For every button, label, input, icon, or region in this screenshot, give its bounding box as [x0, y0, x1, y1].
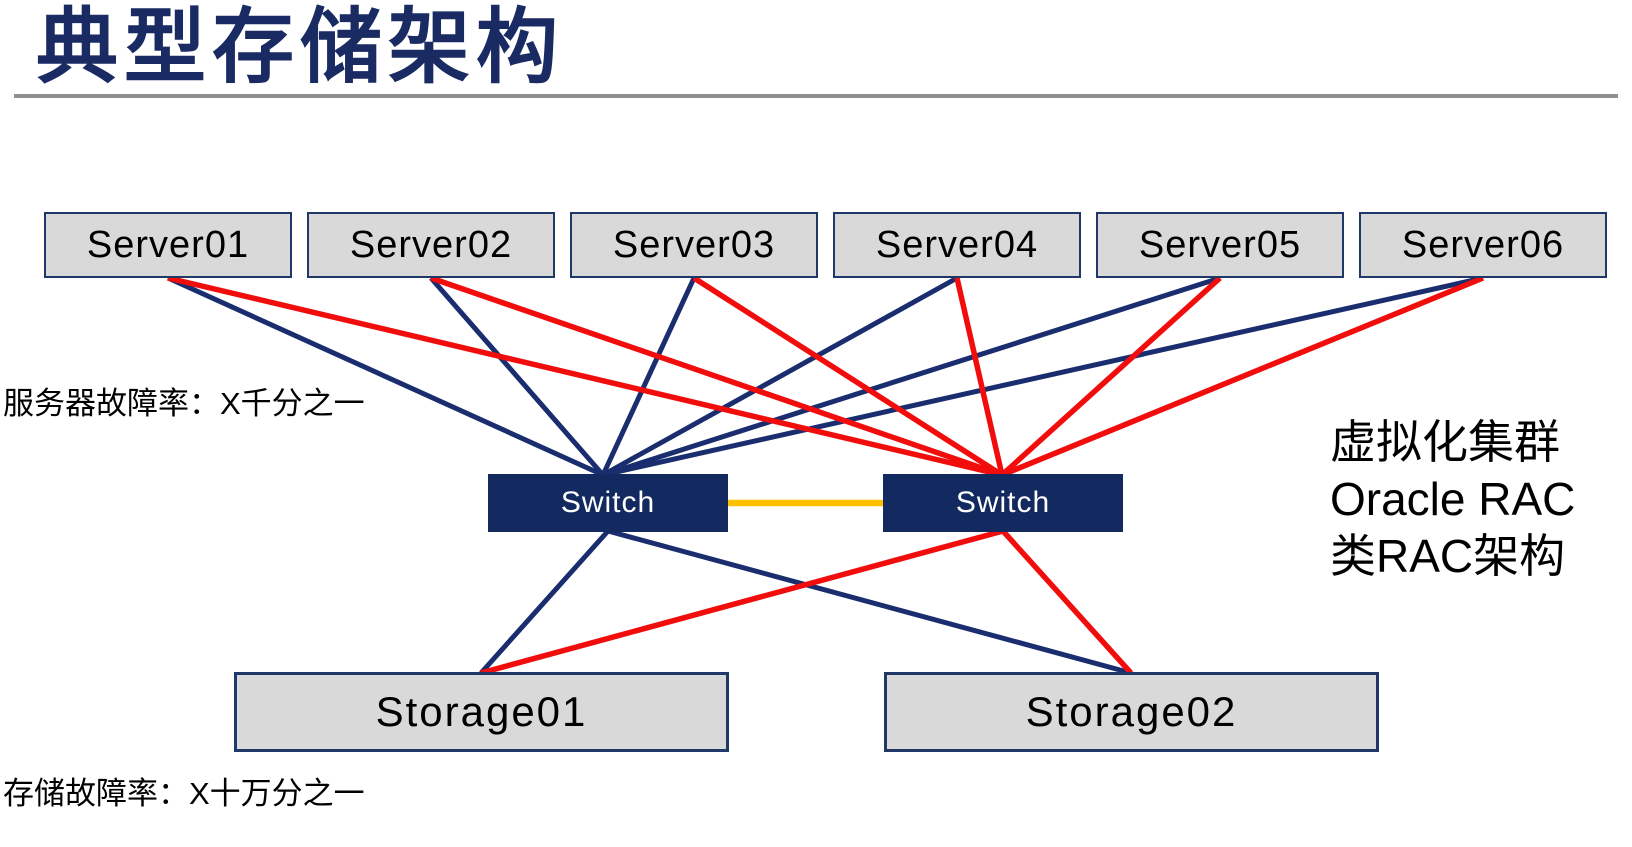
edge-server-3-to-switch-right-top — [692, 275, 1004, 478]
title-divider — [14, 94, 1618, 98]
cluster-note: 虚拟化集群 Oracle RAC 类RAC架构 — [1330, 414, 1575, 585]
server-node-2: Server02 — [307, 212, 555, 278]
edge-server-2-to-switch-right-top — [430, 275, 1003, 478]
storage-node-1: Storage01 — [234, 672, 729, 752]
cluster-note-line-3: 类RAC架构 — [1330, 530, 1566, 582]
server-node-5: Server05 — [1096, 212, 1344, 278]
edge-switch-left-bottom-to-storage-2-top — [607, 528, 1132, 676]
server-node-6: Server06 — [1359, 212, 1607, 278]
edge-server-5-to-switch-right-top — [1000, 275, 1222, 478]
edge-server-1-to-switch-right-top — [167, 275, 1003, 478]
switch-node-left: Switch — [488, 474, 728, 532]
edge-server-5-to-switch-left-top — [602, 275, 1221, 478]
server-node-4: Server04 — [833, 212, 1081, 278]
edge-switch-right-bottom-to-storage-2-top — [1000, 529, 1134, 675]
switch-node-right: Switch — [883, 474, 1123, 532]
page-title: 典型存储架构 — [36, 2, 565, 93]
storage-node-2: Storage02 — [884, 672, 1379, 752]
edge-server-6-to-switch-left-top — [602, 275, 1484, 478]
cluster-note-line-1: 虚拟化集群 — [1330, 416, 1560, 468]
edge-server-4-to-switch-left-top — [601, 275, 959, 478]
edge-server-1-to-switch-left-top — [166, 275, 605, 478]
edge-switch-right-bottom-to-storage-1-top — [480, 528, 1004, 676]
server-node-3: Server03 — [570, 212, 818, 278]
server-failure-rate-label: 服务器故障率：X千分之一 — [3, 386, 365, 421]
cluster-note-line-2: Oracle RAC — [1330, 473, 1576, 525]
edge-server-3-to-switch-left-top — [600, 276, 697, 477]
server-node-1: Server01 — [44, 212, 292, 278]
edge-server-2-to-switch-left-top — [429, 276, 605, 477]
edge-server-4-to-switch-right-top — [954, 277, 1005, 476]
edge-server-6-to-switch-right-top — [1000, 275, 1485, 478]
storage-failure-rate-label: 存储故障率：X十万分之一 — [3, 776, 365, 811]
edge-switch-left-bottom-to-storage-1-top — [479, 529, 610, 675]
